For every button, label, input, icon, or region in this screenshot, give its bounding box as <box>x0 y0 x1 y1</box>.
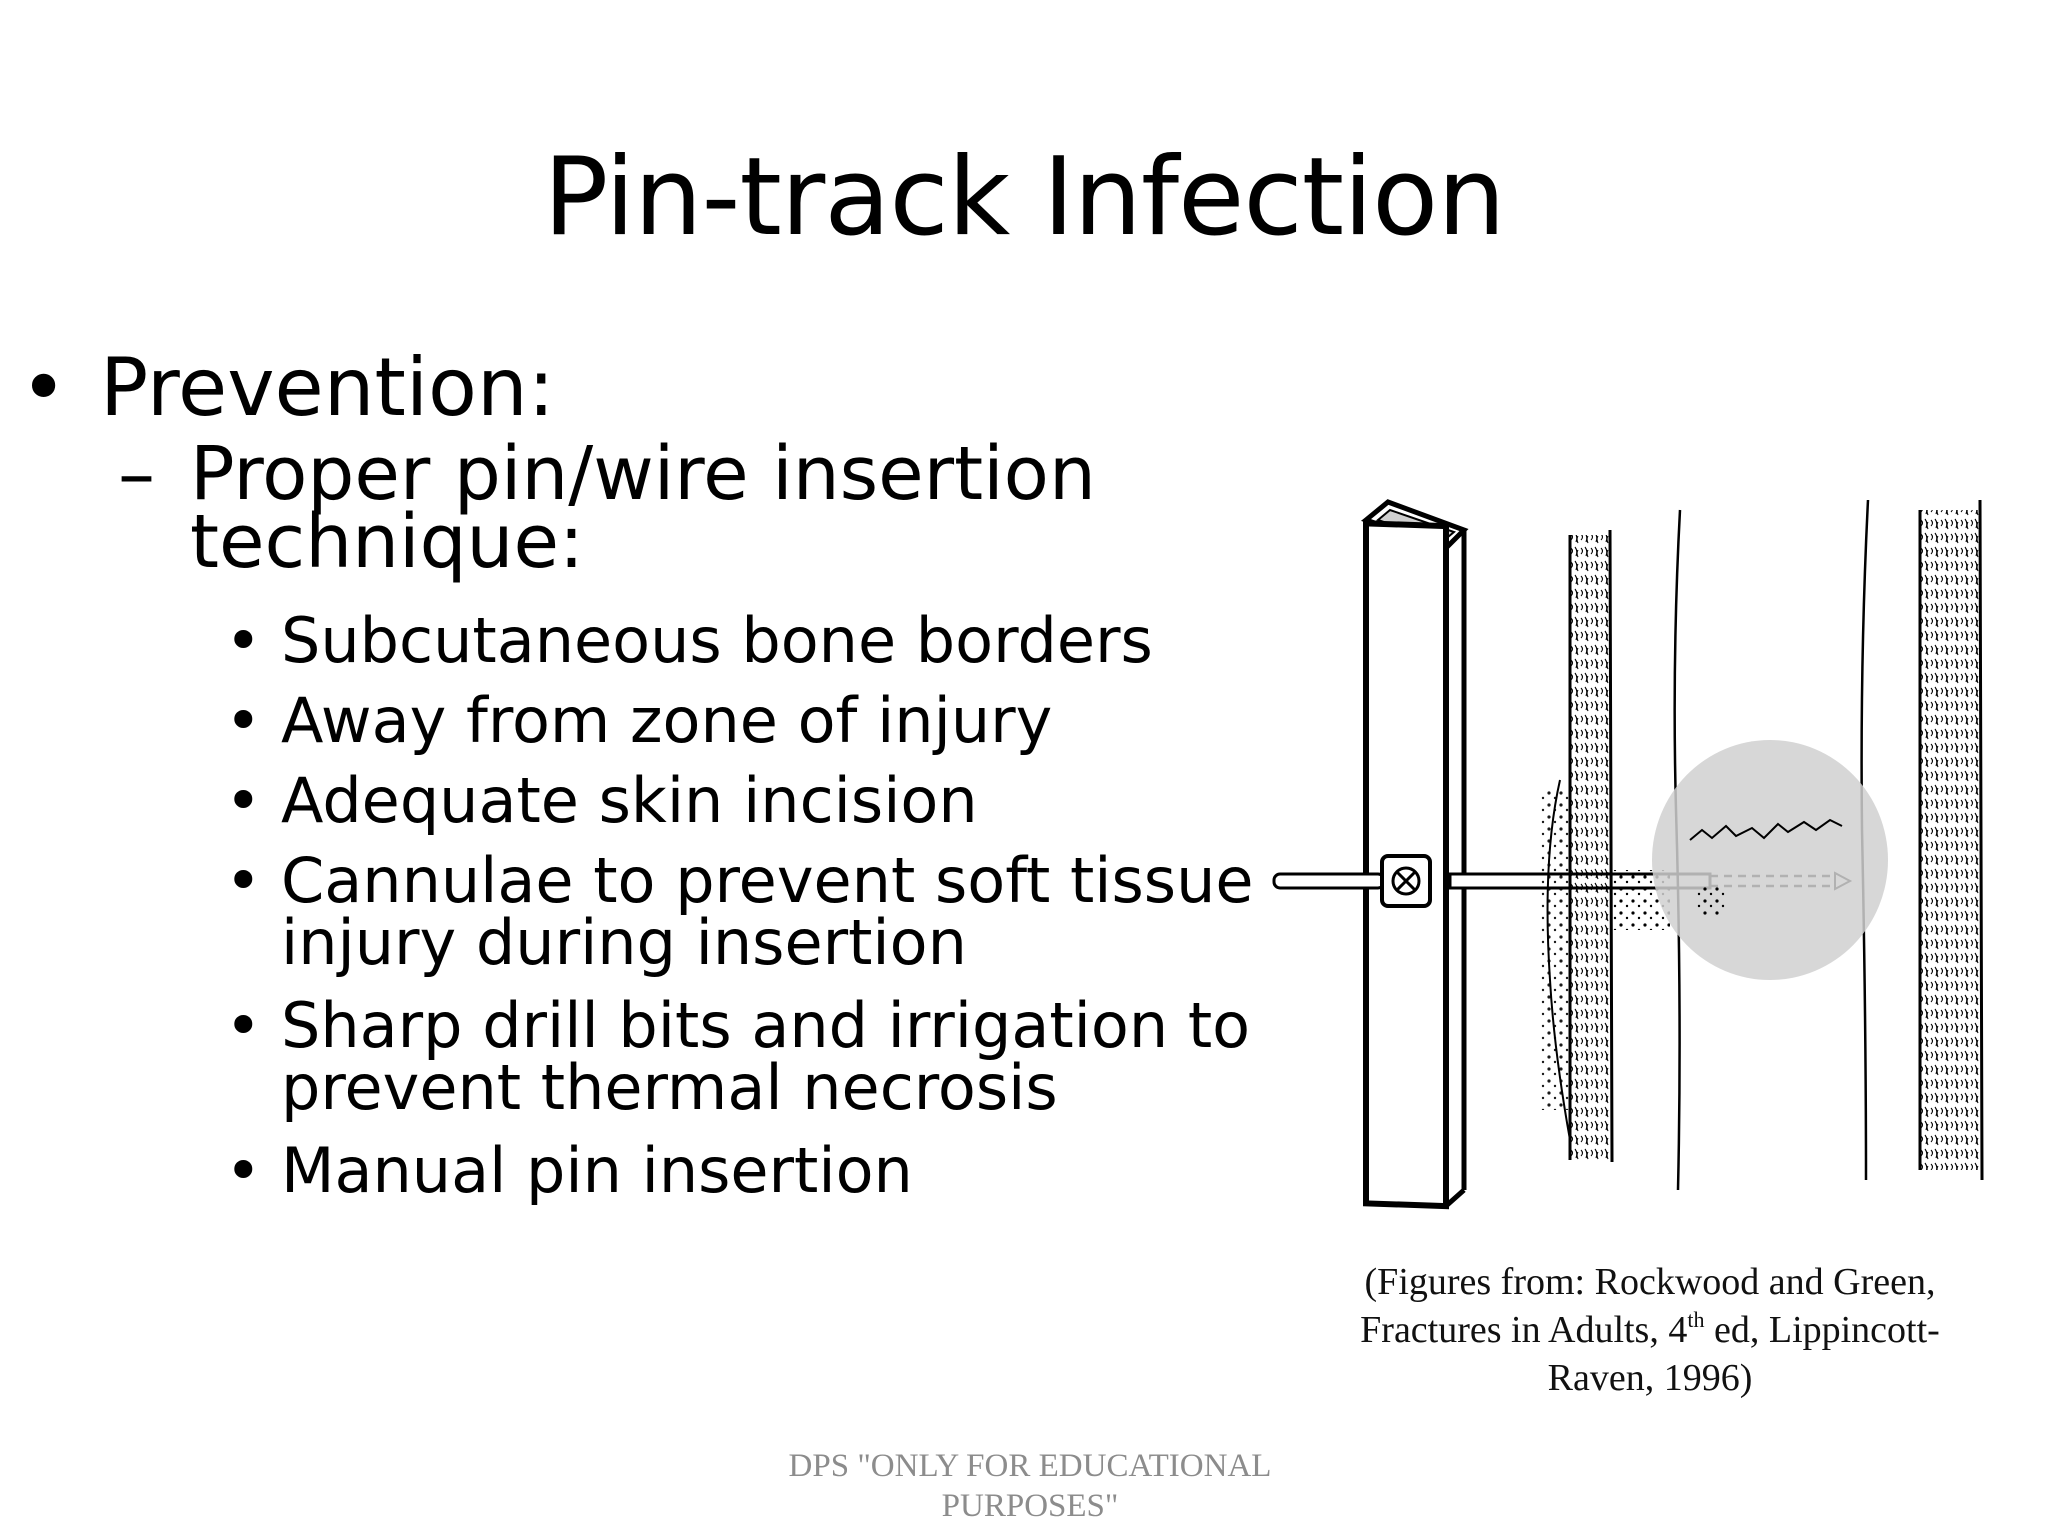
bullet-marker: • <box>225 604 262 677</box>
sub-bullet-text: Proper pin/wire insertion technique: <box>190 431 1096 585</box>
bullet-marker: • <box>20 341 68 434</box>
bullet-marker: • <box>225 844 262 917</box>
dash-marker: – <box>118 431 155 517</box>
far-soft-tissue <box>1918 499 1984 1181</box>
slide-title: Pin-track Infection <box>543 135 1505 260</box>
bone-cortex <box>1652 499 1888 1191</box>
caption-text-end: ed, Lippincott-Raven, 1996) <box>1547 1309 1940 1399</box>
bullet-text: Prevention: <box>100 341 555 434</box>
list-item-text: Adequate skin incision <box>281 764 978 837</box>
caption-superscript: th <box>1687 1307 1705 1332</box>
bullet-marker: • <box>225 989 262 1062</box>
list-item-text: Manual pin insertion <box>281 1134 913 1207</box>
list-item-text: Cannulae to prevent soft tissue injury d… <box>281 844 1254 979</box>
pin-fixator-figure <box>1272 499 1984 1210</box>
list-item-text: Subcutaneous bone borders <box>281 604 1153 677</box>
bullet-marker: • <box>225 1134 262 1207</box>
caption-text: (Figures from: Rockwood and Green, Fract… <box>1360 1261 1936 1351</box>
list-item-text: Away from zone of injury <box>281 684 1053 757</box>
clamp-icon <box>1380 854 1432 908</box>
bullet-marker: • <box>225 764 262 837</box>
figure-caption: (Figures from: Rockwood and Green, Fract… <box>1330 1258 1970 1402</box>
soft-tissue-layer <box>1540 529 1670 1163</box>
watermark: DPS "ONLY FOR EDUCATIONAL PURPOSES" <box>788 1448 1272 1524</box>
list-item-text: Sharp drill bits and irrigation to preve… <box>281 989 1251 1124</box>
bullet-marker: • <box>225 684 262 757</box>
